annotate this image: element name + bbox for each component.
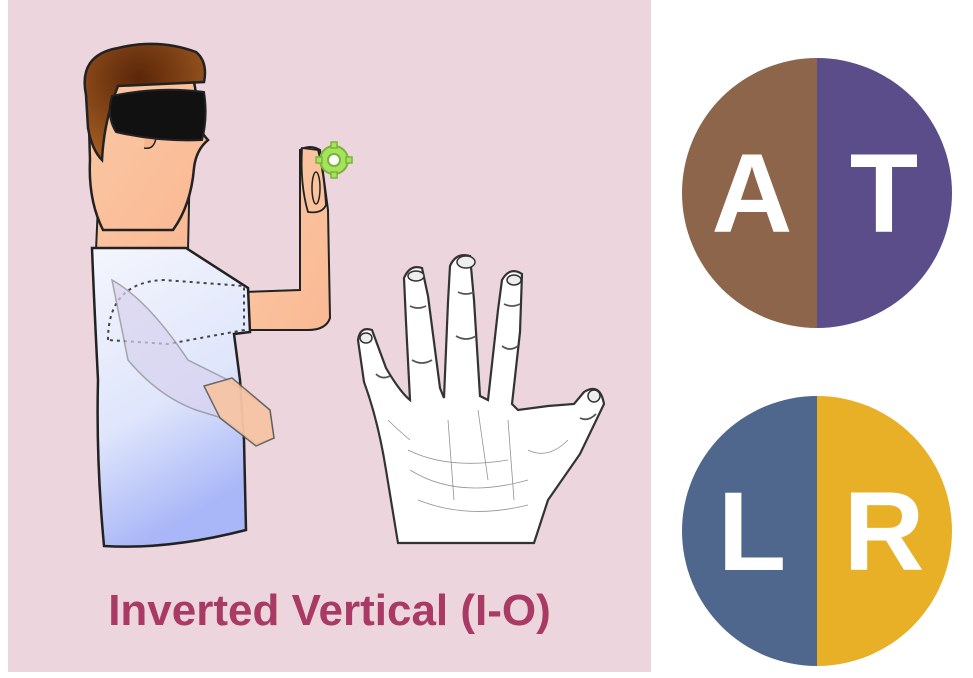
illustration-panel: Inverted Vertical (I-O) xyxy=(8,0,651,672)
blindfold xyxy=(110,90,206,141)
badge-at-right-letter: T xyxy=(850,131,918,256)
badge-lr-right-letter: R xyxy=(844,469,925,594)
scene-illustration xyxy=(8,0,651,672)
badge-lr-left-letter: L xyxy=(718,469,786,594)
badge-lr: L R xyxy=(680,394,954,668)
badge-at-left-letter: A xyxy=(712,131,793,256)
badge-at: A T xyxy=(680,56,954,330)
caption-title: Inverted Vertical (I-O) xyxy=(8,586,651,636)
